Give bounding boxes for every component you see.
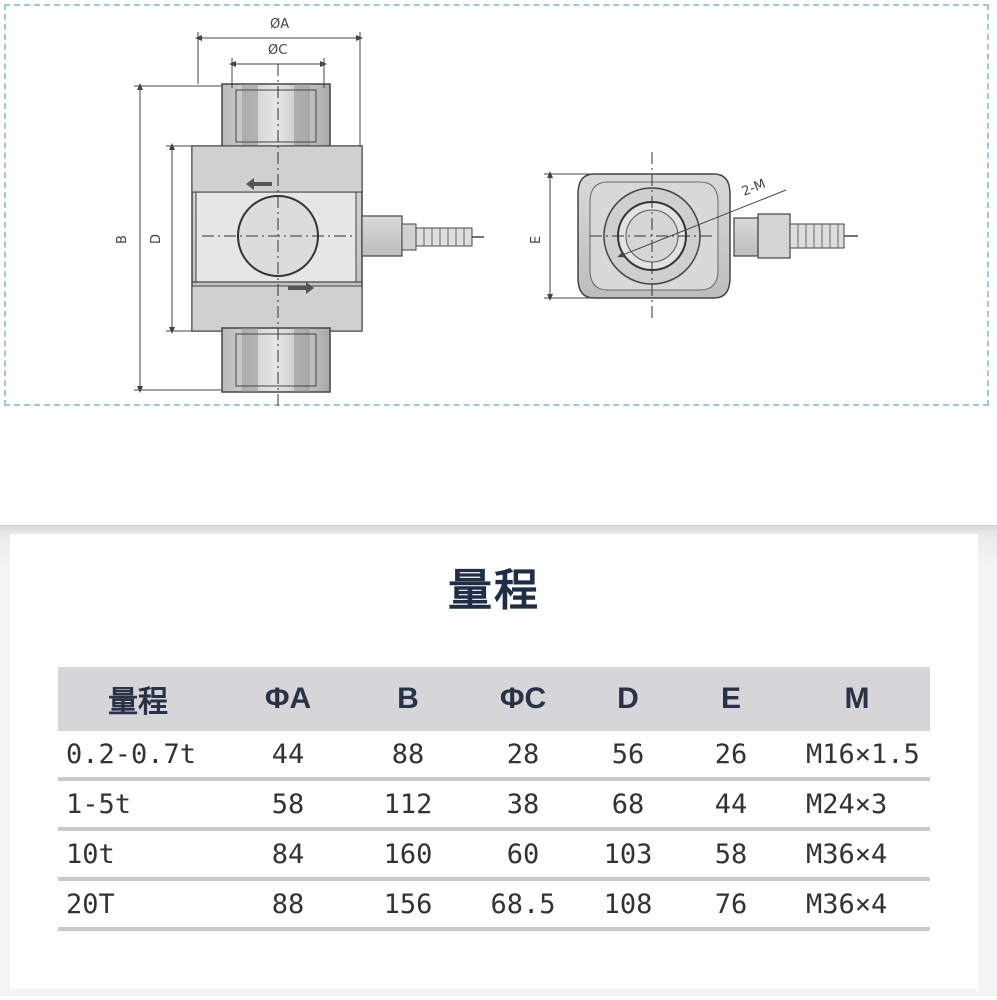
cell-range: 0.2-0.7t — [58, 731, 228, 781]
cell-d: 56 — [578, 731, 678, 781]
cell-b: 156 — [348, 879, 468, 931]
cell-phi-c: 68.5 — [468, 879, 578, 931]
cell-phi-a: 44 — [228, 731, 348, 781]
dim-e-label: E — [529, 236, 544, 244]
drawing-panel: ØA ØC B D — [4, 4, 989, 406]
cell-phi-a: 58 — [228, 779, 348, 831]
table-row: 20T 88 156 68.5 108 76 M36×4 — [58, 879, 930, 931]
cell-m: M36×4 — [784, 879, 930, 931]
cable-gland — [361, 215, 403, 257]
side-view: E 2-M — [529, 152, 858, 318]
dim-d-label: D — [149, 234, 164, 244]
table-row: 1-5t 58 112 38 68 44 M24×3 — [58, 779, 930, 831]
table-row: 0.2-0.7t 44 88 28 56 26 M16×1.5 — [58, 731, 930, 781]
dim-m-label: 2-M — [740, 177, 768, 200]
header-m: M — [784, 667, 930, 731]
cell-e: 76 — [678, 879, 784, 931]
cell-d: 68 — [578, 779, 678, 831]
table-row: 10t 84 160 60 103 58 M36×4 — [58, 829, 930, 881]
cell-phi-c: 60 — [468, 829, 578, 881]
bottom-rod-end — [221, 327, 331, 393]
dim-b-label: B — [115, 235, 130, 244]
cell-b: 88 — [348, 731, 468, 781]
spec-table: 量程 ΦA B ΦC D E M 0.2-0.7t 44 88 28 56 26 — [58, 667, 930, 931]
top-rod-end — [221, 83, 331, 149]
cell-range: 10t — [58, 829, 228, 881]
header-e: E — [678, 667, 784, 731]
cell-b: 112 — [348, 779, 468, 831]
cell-phi-a: 88 — [228, 879, 348, 931]
header-phi-c: ΦC — [468, 667, 578, 731]
cell-m: M36×4 — [784, 829, 930, 881]
cell-d: 103 — [578, 829, 678, 881]
spec-title: 量程 — [448, 565, 540, 616]
header-range: 量程 — [58, 667, 228, 731]
cell-e: 26 — [678, 731, 784, 781]
header-phi-a: ΦA — [228, 667, 348, 731]
front-view: ØA ØC B D — [115, 17, 484, 406]
cell-range: 20T — [58, 879, 228, 931]
cell-e: 44 — [678, 779, 784, 831]
cell-phi-c: 28 — [468, 731, 578, 781]
header-b: B — [348, 667, 468, 731]
cell-b: 160 — [348, 829, 468, 881]
cell-phi-c: 38 — [468, 779, 578, 831]
cell-m: M16×1.5 — [784, 731, 930, 781]
spec-card: 量程 量程 ΦA B ΦC D E M 0.2-0.7t — [10, 534, 978, 989]
header-d: D — [578, 667, 678, 731]
table-header-row: 量程 ΦA B ΦC D E M — [58, 667, 930, 731]
dim-phi-a-label: ØA — [270, 17, 289, 32]
dim-phi-c-label: ØC — [268, 43, 287, 58]
cell-d: 108 — [578, 879, 678, 931]
load-cell-drawing: ØA ØC B D — [115, 17, 858, 406]
cell-m: M24×3 — [784, 779, 930, 831]
cell-e: 58 — [678, 829, 784, 881]
cell-range: 1-5t — [58, 779, 228, 831]
cell-phi-a: 84 — [228, 829, 348, 881]
spec-panel: 量程 量程 ΦA B ΦC D E M 0.2-0.7t — [0, 525, 997, 996]
